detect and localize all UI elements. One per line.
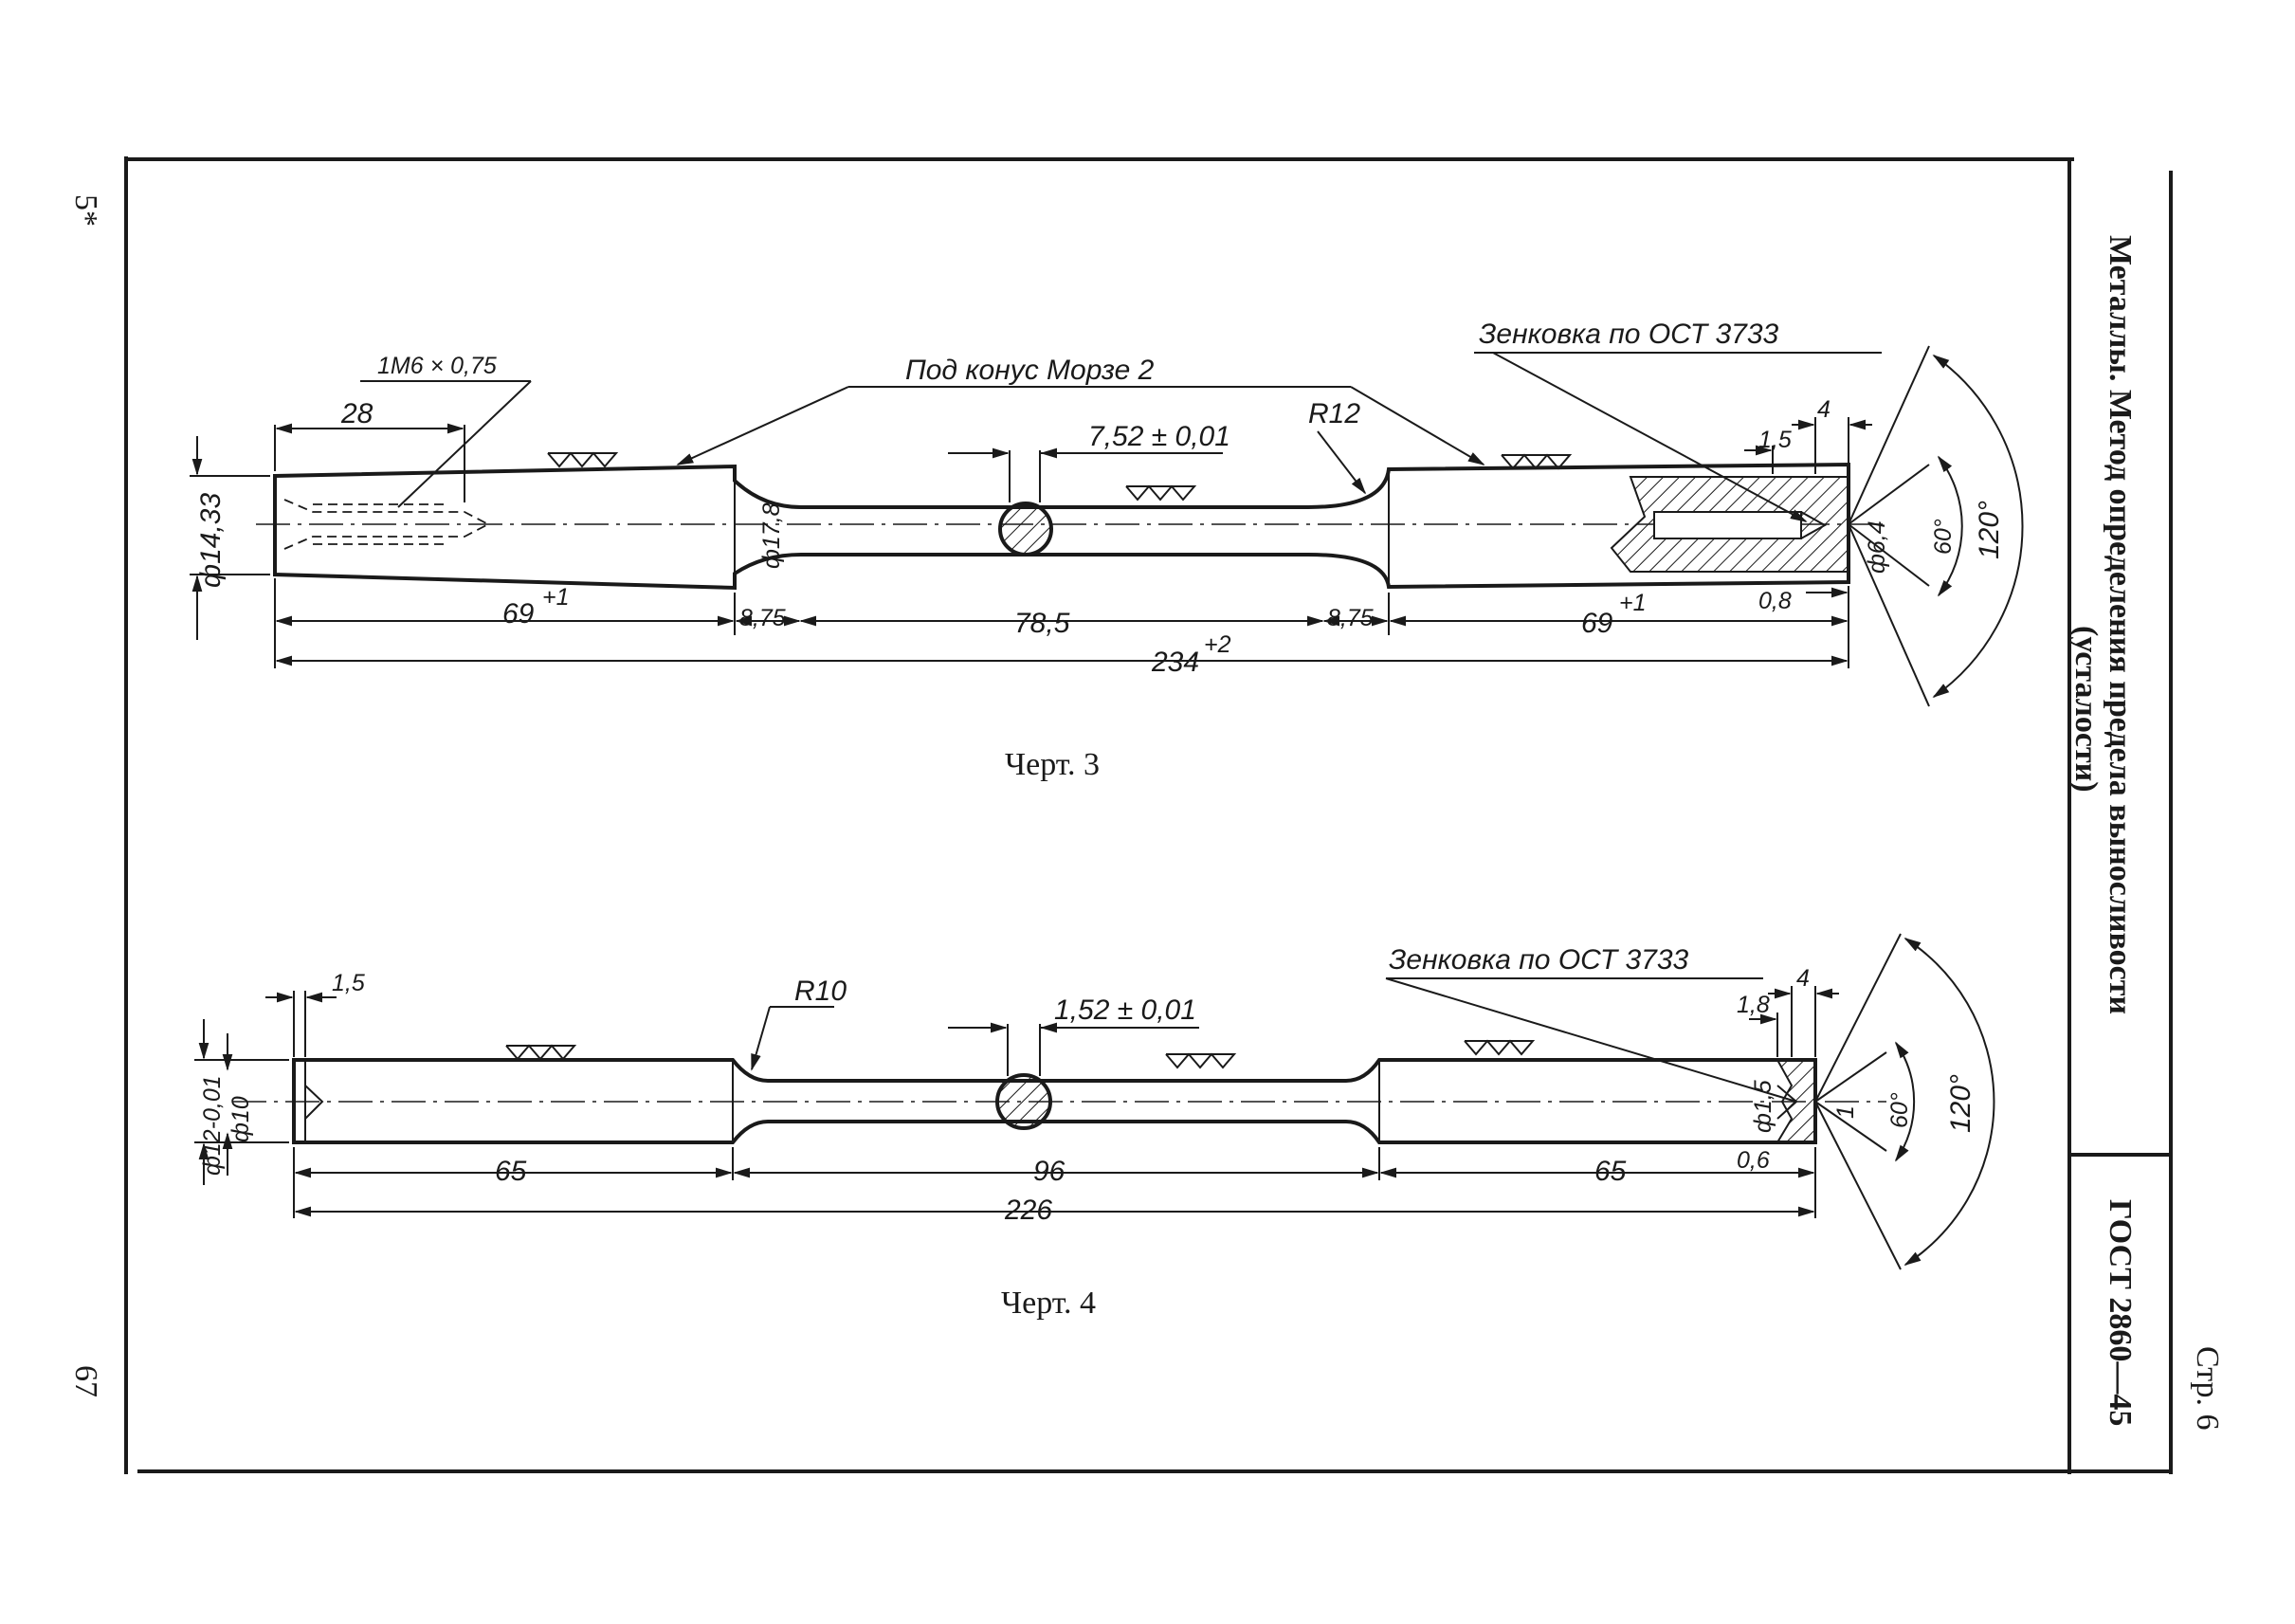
roughness-mark	[547, 451, 619, 468]
morse-cone-label: Под конус Морзе 2	[905, 355, 1155, 386]
test-section-circle	[995, 1073, 1052, 1130]
center-dim-1: 1,8	[1737, 992, 1770, 1018]
center-dim-2: 4	[1817, 396, 1831, 423]
roughness-mark	[505, 1044, 577, 1061]
countersink-label: Зенковка по ОСТ 3733	[1479, 319, 1779, 350]
left-end-length: 65	[495, 1156, 527, 1187]
end-diameter: ф14,33	[195, 493, 227, 588]
drawing-4-caption: Черт. 4	[1001, 1286, 1096, 1321]
outer-diameter: ф12-0,01	[199, 1075, 226, 1176]
total-length: 226	[1004, 1195, 1052, 1226]
standard-title-continued: (усталости)	[2068, 626, 2104, 793]
fillet-radius: R10	[794, 976, 847, 1007]
drawing-4: 1,52 ± 0,01 R10 1,5 ф12-0,01 ф10 Зенковк…	[194, 933, 1995, 1321]
roughness-mark	[1165, 1052, 1237, 1069]
total-tolerance: +2	[1204, 631, 1231, 658]
specimen-outline	[273, 462, 1850, 591]
left-center-hole	[304, 1085, 324, 1120]
countersink-angle: 120°	[1945, 1074, 1976, 1133]
center-dim-3: 0,6	[1737, 1147, 1770, 1174]
neck-diameter: ф17,8	[758, 502, 785, 569]
thread-label: 1М6 × 0,75	[377, 353, 497, 379]
center-dim-2: 4	[1796, 965, 1810, 992]
test-diameter: 1,52 ± 0,01	[1054, 994, 1196, 1026]
inner-diameter: ф10	[228, 1096, 254, 1142]
page-frame	[124, 156, 2173, 1474]
left-fillet-length: 8,75	[739, 605, 786, 631]
left-end-length: 69	[502, 598, 535, 630]
roughness-mark	[1464, 1039, 1536, 1056]
margin-mark-top: 5*	[68, 194, 103, 227]
page-label: Стр. 6	[2190, 1346, 2225, 1431]
center-diameter: ф1,5	[1750, 1080, 1776, 1133]
test-diameter: 7,52 ± 0,01	[1088, 421, 1230, 452]
right-end-length: 69	[1581, 608, 1613, 639]
countersink-angle: 120°	[1974, 501, 2005, 559]
center-dim-4: 1	[1832, 1105, 1859, 1119]
roughness-mark	[1125, 484, 1197, 502]
fillet-radius: R12	[1308, 398, 1360, 429]
center-dim-3: 0,8	[1758, 588, 1792, 614]
test-length: 96	[1033, 1156, 1066, 1187]
roughness-mark	[1501, 453, 1573, 470]
lip-width: 1,5	[332, 970, 365, 996]
right-end-length: 65	[1594, 1156, 1627, 1187]
drawing-3: 7,52 ± 0,01 Под конус Морзе 2 1М6 × 0,75…	[190, 319, 2024, 782]
drawing-3-caption: Черт. 3	[1005, 747, 1100, 782]
center-angle: 60°	[1930, 519, 1957, 555]
standard-title: Металлы. Метод определения предела вынос…	[2103, 235, 2138, 1014]
total-length: 234	[1151, 647, 1199, 678]
standard-number: ГОСТ 2860—45	[2103, 1199, 2138, 1426]
countersink-label: Зенковка по ОСТ 3733	[1389, 944, 1689, 976]
center-angle: 60°	[1886, 1092, 1913, 1128]
margin-page-number: 67	[68, 1365, 103, 1397]
test-length: 78,5	[1014, 608, 1070, 639]
right-fillet-length: 8,75	[1327, 605, 1374, 631]
test-section-circle	[998, 502, 1053, 557]
left-end-tolerance: +1	[542, 584, 570, 611]
threaded-hole	[283, 499, 490, 550]
thread-depth: 28	[340, 398, 373, 429]
right-end-tolerance: +1	[1619, 590, 1647, 616]
center-dim-1: 1,5	[1758, 427, 1792, 453]
